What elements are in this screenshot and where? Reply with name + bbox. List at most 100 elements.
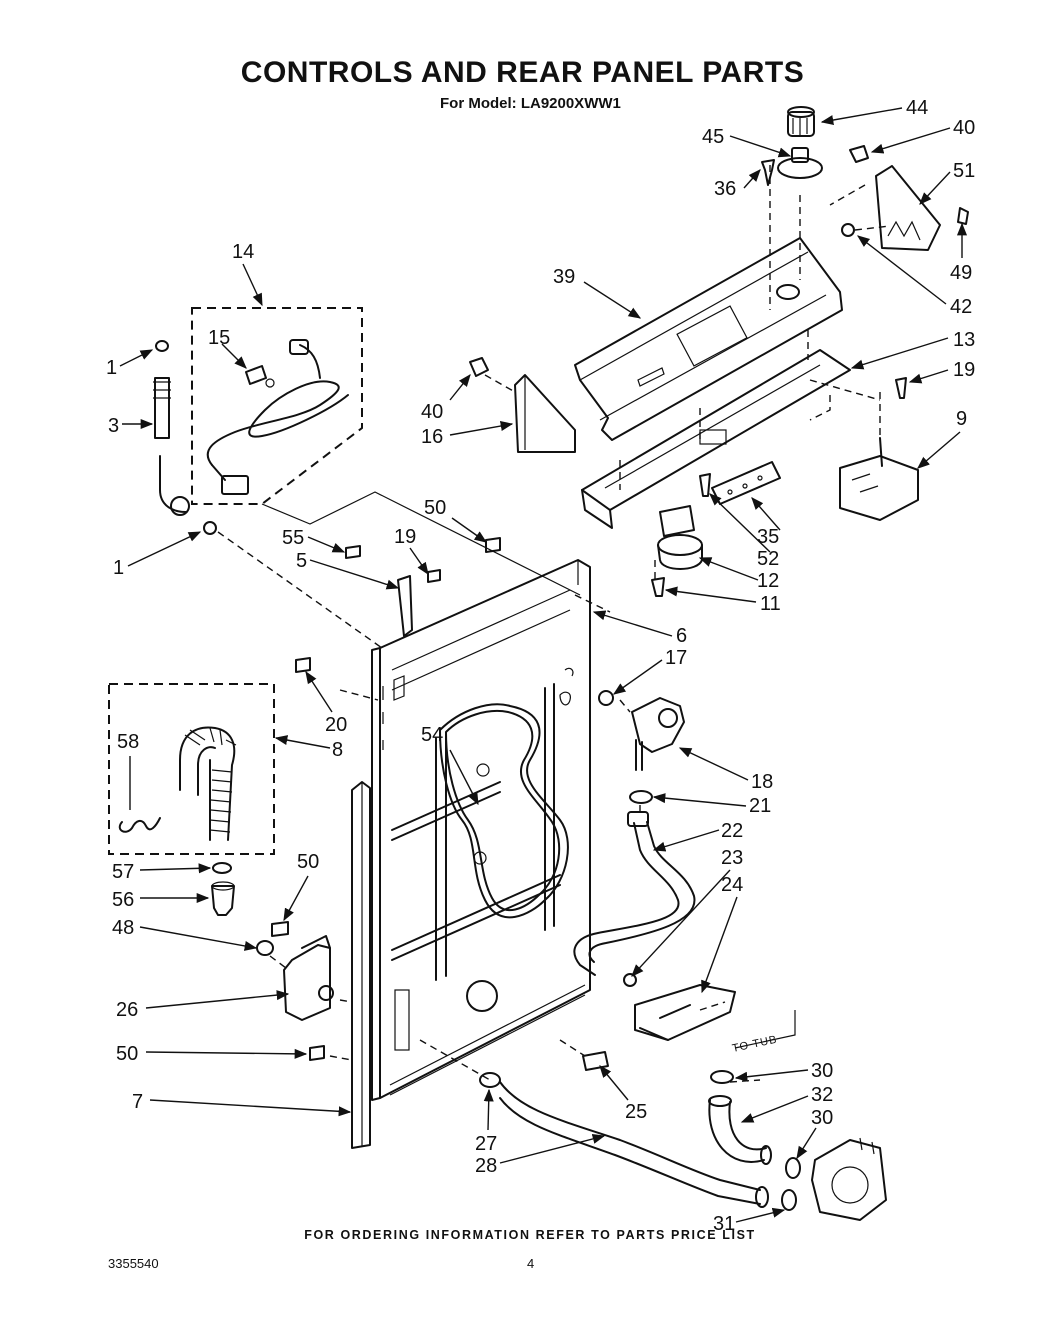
washer-1-top xyxy=(155,340,169,352)
callout-30-bottom: 30 xyxy=(811,1107,833,1129)
drain-hose xyxy=(179,726,237,841)
callout-26: 26 xyxy=(116,999,138,1021)
screw-19-right xyxy=(895,377,907,399)
callout-5: 5 xyxy=(296,550,307,572)
pump-bracket xyxy=(623,973,736,1041)
ordering-info-note: FOR ORDERING INFORMATION REFER TO PARTS … xyxy=(304,1228,756,1242)
callout-52: 52 xyxy=(757,548,779,570)
screws-left xyxy=(271,537,501,1061)
pressure-switch-12 xyxy=(657,505,703,570)
inlet-hose-left xyxy=(159,455,190,516)
screw-42 xyxy=(841,223,855,237)
nut-17 xyxy=(598,690,614,706)
callout-36: 36 xyxy=(714,178,736,200)
power-cord-kit-box xyxy=(191,307,363,505)
callout-35: 35 xyxy=(757,526,779,548)
callout-15: 15 xyxy=(208,327,230,349)
callout-49: 49 xyxy=(950,262,972,284)
callout-28: 28 xyxy=(475,1155,497,1177)
to-tub-pointer xyxy=(734,1010,796,1049)
leader-lines xyxy=(119,107,968,1223)
tub-hose-32 xyxy=(708,1095,772,1165)
callout-14: 14 xyxy=(232,241,254,263)
callout-9: 9 xyxy=(956,408,967,430)
callout-20: 20 xyxy=(325,714,347,736)
cord-clip xyxy=(245,365,275,388)
callout-40-top: 40 xyxy=(953,117,975,139)
callout-16: 16 xyxy=(421,426,443,448)
callout-labels: 1 3 1 14 15 55 5 19 50 20 8 58 57 56 48 … xyxy=(106,97,975,1235)
callout-1-bottom: 1 xyxy=(113,557,124,579)
drain-bracket xyxy=(283,935,334,1021)
assembly-lines xyxy=(217,165,891,1083)
o-ring-57 xyxy=(212,862,232,874)
document-number: 3355540 xyxy=(108,1256,159,1271)
callout-1-top: 1 xyxy=(106,357,117,379)
callout-23: 23 xyxy=(721,847,743,869)
control-console xyxy=(574,237,843,441)
button-40-top xyxy=(849,145,869,163)
clip-25 xyxy=(582,1051,609,1071)
callout-48: 48 xyxy=(112,917,134,939)
callout-57: 57 xyxy=(112,861,134,883)
bulb-49 xyxy=(957,207,969,225)
callout-51: 51 xyxy=(953,160,975,182)
page-number: 4 xyxy=(527,1256,535,1271)
callout-12: 12 xyxy=(757,570,779,592)
callout-7: 7 xyxy=(132,1091,143,1113)
callout-40-left: 40 xyxy=(421,401,443,423)
button-40-left xyxy=(469,357,489,377)
clamps-30-31 xyxy=(710,1070,801,1211)
callout-58: 58 xyxy=(117,731,139,753)
callout-8: 8 xyxy=(332,739,343,761)
callout-44: 44 xyxy=(906,97,928,119)
power-cord xyxy=(206,339,349,495)
screw-36 xyxy=(761,159,775,186)
page-title: CONTROLS AND REAR PANEL PARTS xyxy=(240,56,805,89)
console-bracket xyxy=(581,349,851,529)
callout-18: 18 xyxy=(751,771,773,793)
inlet-fitting-3 xyxy=(153,377,171,439)
hose-clip-wire xyxy=(118,817,161,833)
callout-6: 6 xyxy=(676,625,687,647)
callout-56: 56 xyxy=(112,889,134,911)
callout-25: 25 xyxy=(625,1101,647,1123)
timer-knob-44 xyxy=(787,106,815,137)
callout-42: 42 xyxy=(950,296,972,318)
bracket-5 xyxy=(397,575,413,637)
hose-cap-56 xyxy=(211,881,235,916)
callout-31: 31 xyxy=(713,1213,735,1235)
callout-45: 45 xyxy=(702,126,724,148)
callout-50-mid: 50 xyxy=(297,851,319,873)
pump xyxy=(811,1137,887,1221)
screw-52 xyxy=(699,473,711,497)
callout-32: 32 xyxy=(811,1084,833,1106)
rear-panel xyxy=(371,559,591,1101)
callout-11: 11 xyxy=(760,593,781,615)
callout-50-top: 50 xyxy=(424,497,446,519)
callout-24: 24 xyxy=(721,874,743,896)
terminal-35 xyxy=(711,461,781,505)
drain-hose-kit-box xyxy=(108,683,275,855)
clamp-27 xyxy=(479,1072,501,1088)
callout-27: 27 xyxy=(475,1133,497,1155)
model-subtitle: For Model: LA9200XWW1 xyxy=(440,95,621,112)
inlet-hose xyxy=(573,811,696,976)
dial-45 xyxy=(777,147,823,179)
timer-9 xyxy=(839,437,919,521)
callout-55: 55 xyxy=(282,527,304,549)
callout-21: 21 xyxy=(749,795,771,817)
callout-54: 54 xyxy=(421,724,443,746)
wiring-harness-outline xyxy=(439,703,569,919)
water-valve xyxy=(631,697,685,771)
screw-11 xyxy=(651,577,665,597)
callout-17: 17 xyxy=(665,647,687,669)
side-rail xyxy=(351,781,371,1149)
drain-hose-28 xyxy=(499,1081,769,1208)
callout-22: 22 xyxy=(721,820,743,842)
callout-19-left: 19 xyxy=(394,526,416,548)
clamp-21 xyxy=(629,790,653,804)
callout-13: 13 xyxy=(953,329,975,351)
o-ring-48 xyxy=(256,940,274,956)
